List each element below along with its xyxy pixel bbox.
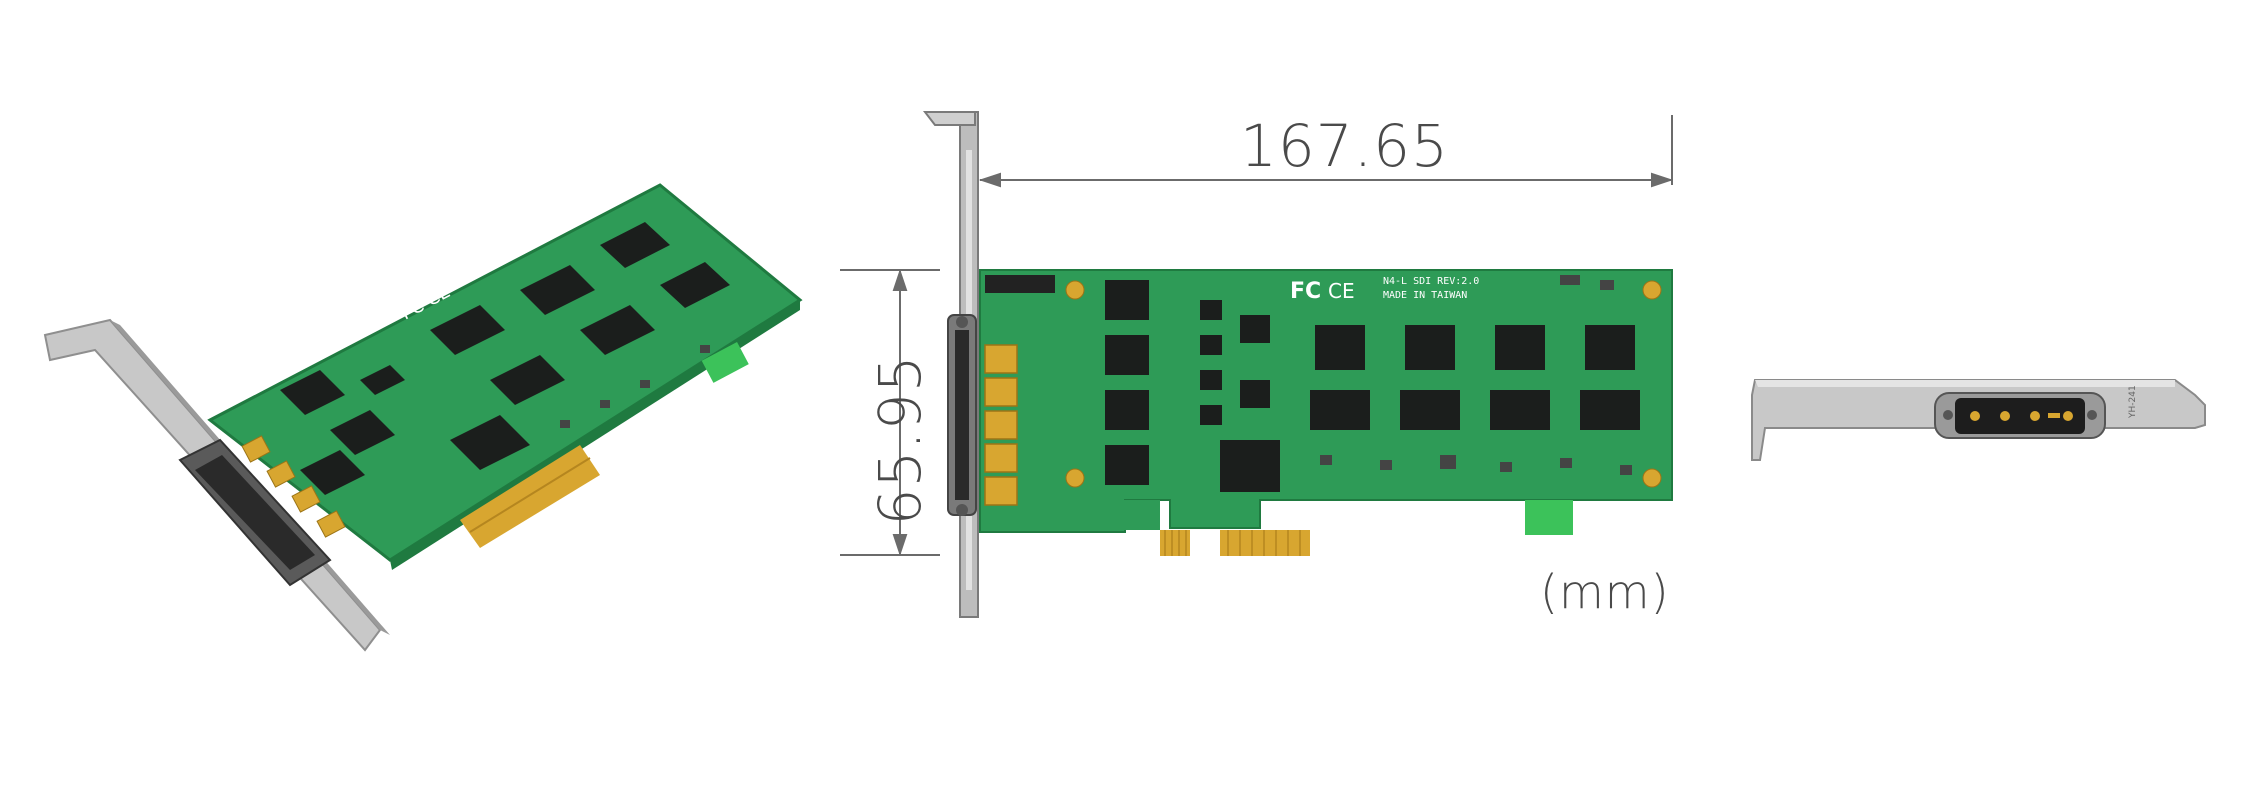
board-ce-mark: CE xyxy=(1328,279,1355,303)
width-dimension-label: 167.65 xyxy=(1240,112,1449,180)
board-model-text: N4-L SDI REV:2.0 xyxy=(1383,276,1479,287)
svg-text:YH-241: YH-241 xyxy=(2128,385,2138,419)
width-dimension-line xyxy=(978,115,1674,188)
board-cert-marks: FC xyxy=(1290,279,1321,304)
unit-label: (mm) xyxy=(1540,565,1670,619)
height-dimension-line xyxy=(840,268,940,557)
height-dimension-label: 65.95 xyxy=(866,354,934,526)
pcie-card-perspective-image: FC CE xyxy=(43,183,803,652)
board-origin-text: MADE IN TAIWAN xyxy=(1383,290,1467,301)
